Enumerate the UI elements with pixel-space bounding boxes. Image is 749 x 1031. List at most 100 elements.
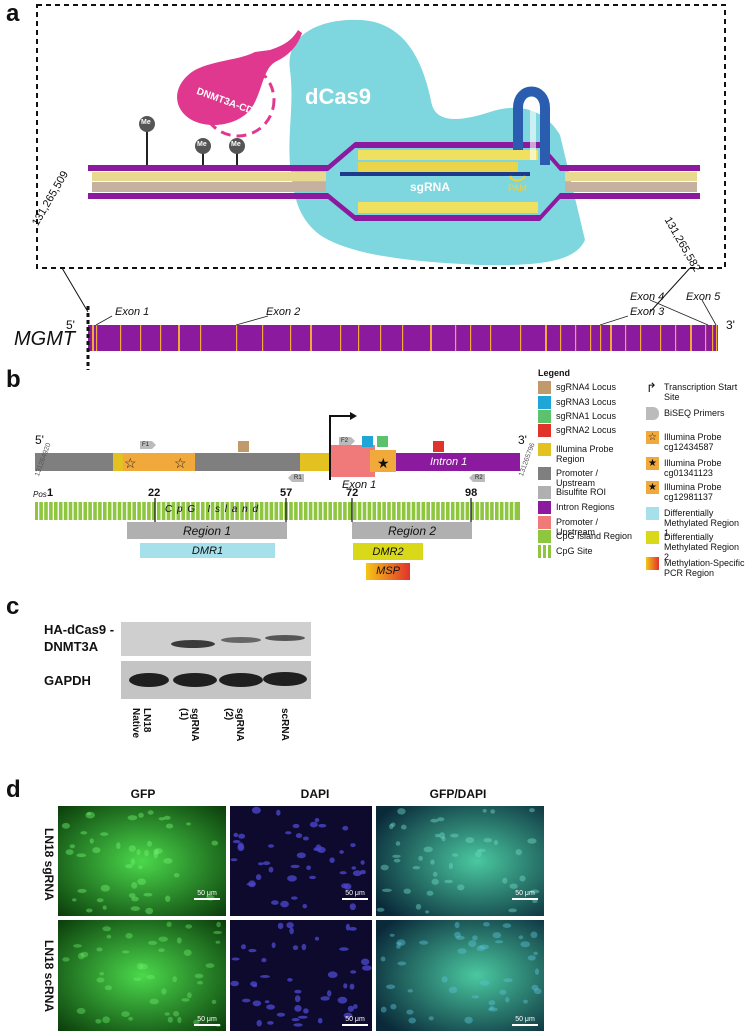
cell-nucleus xyxy=(503,978,513,983)
mgmt-mark xyxy=(140,325,142,351)
exon4-label: Exon 4 xyxy=(630,291,665,303)
cell-nucleus xyxy=(396,942,402,946)
target-strand xyxy=(358,150,538,160)
cell-nucleus xyxy=(138,865,143,870)
sgrna-label: sgRNA xyxy=(410,180,451,194)
cpg-site xyxy=(385,502,388,520)
cell-nucleus xyxy=(502,877,508,884)
cell-nucleus xyxy=(520,941,530,948)
legend-label: sgRNA4 Locus xyxy=(556,382,617,392)
cell-nucleus xyxy=(128,845,136,852)
cell-nucleus xyxy=(530,931,538,939)
mgmt-mark xyxy=(520,325,522,351)
base-pairs-right xyxy=(565,172,697,192)
cell-nucleus xyxy=(158,936,168,942)
legend-label: Illumina Probe Region xyxy=(556,444,614,464)
cell-nucleus xyxy=(158,817,165,821)
panel-a-diagram xyxy=(36,4,726,370)
zoom-line-left xyxy=(61,267,89,313)
cell-nucleus xyxy=(531,984,539,991)
cell-nucleus xyxy=(230,980,239,987)
cell-nucleus xyxy=(163,858,173,864)
sgrna-hairpin xyxy=(513,86,550,165)
cell-nucleus xyxy=(381,888,392,892)
band-gapdh-lane1 xyxy=(129,673,169,687)
scalebar-3: 50 μm xyxy=(512,890,538,900)
legend-label: Bisulfite ROI xyxy=(556,487,607,497)
cell-nucleus xyxy=(128,893,136,898)
scalebar-2: 50 μm xyxy=(342,890,368,900)
cell-nucleus xyxy=(403,888,411,894)
img-merge-sgrna xyxy=(376,806,544,916)
blot-label-ha: HA-dCas9 -DNMT3A xyxy=(44,622,115,654)
cell-nucleus xyxy=(257,862,264,866)
cell-nucleus xyxy=(187,992,192,999)
cell-nucleus xyxy=(125,864,134,869)
cell-nucleus xyxy=(362,965,372,971)
mgmt-mark xyxy=(470,325,472,351)
cell-nucleus xyxy=(271,900,279,905)
img-dapi-scrna xyxy=(230,920,372,1031)
legend-label: CpG Site xyxy=(556,546,593,556)
cell-nucleus xyxy=(72,898,77,902)
primer-f2-shape xyxy=(339,437,355,445)
cpg-site xyxy=(283,502,285,520)
scalebar-5: 50 μm xyxy=(342,1016,368,1026)
cell-nucleus xyxy=(302,904,308,909)
cell-nucleus xyxy=(457,884,465,891)
mgmt-mark xyxy=(490,325,492,351)
legend-swatch: ★ xyxy=(646,481,659,494)
legend-swatch: ☆ xyxy=(646,431,659,444)
cell-nucleus xyxy=(452,853,459,857)
cell-nucleus xyxy=(339,850,344,854)
cell-nucleus xyxy=(301,943,307,951)
cell-nucleus xyxy=(337,996,348,1004)
cell-nucleus xyxy=(146,974,155,980)
dna-bot-left xyxy=(88,193,328,199)
cell-nucleus xyxy=(479,944,489,950)
cpg-site xyxy=(356,502,358,520)
cpg-site xyxy=(302,502,304,520)
primer-r1-label: R1 xyxy=(294,475,302,481)
mgmt-mark xyxy=(200,325,202,351)
cell-nucleus xyxy=(475,850,482,858)
legend-swatch xyxy=(538,443,551,456)
cell-nucleus xyxy=(144,849,149,857)
cell-nucleus xyxy=(439,832,445,839)
dna-open-bot xyxy=(328,193,560,221)
cell-nucleus xyxy=(302,836,309,841)
cell-nucleus xyxy=(488,1000,496,1006)
panel-c-letter: c xyxy=(6,593,20,620)
region2-label: Region 2 xyxy=(387,524,437,538)
cell-nucleus xyxy=(277,922,284,930)
cell-nucleus xyxy=(349,903,356,911)
cell-nucleus xyxy=(287,875,297,882)
lane-label-2: sgRNA (1) xyxy=(178,708,200,741)
cell-nucleus xyxy=(314,818,320,823)
cell-nucleus xyxy=(62,957,70,962)
cell-nucleus xyxy=(237,842,244,850)
cell-nucleus xyxy=(131,882,138,889)
cell-nucleus xyxy=(407,989,414,993)
primer-r2-label: R2 xyxy=(475,475,483,481)
cell-nucleus xyxy=(133,977,142,981)
cell-nucleus xyxy=(515,849,522,856)
legend-label: Transcription Start Site xyxy=(664,382,738,402)
mgmt-mark xyxy=(455,325,457,351)
cell-nucleus xyxy=(136,849,141,856)
legend-label: BiSEQ Primers xyxy=(664,408,725,418)
primer-f1-label: F1 xyxy=(142,442,150,448)
cell-nucleus xyxy=(211,999,217,1004)
cell-nucleus xyxy=(476,945,486,952)
legend-swatch xyxy=(646,507,659,520)
cell-nucleus xyxy=(428,1016,434,1021)
cell-nucleus xyxy=(430,818,439,823)
scalebar-1: 50 μm xyxy=(194,890,220,900)
cell-nucleus xyxy=(389,933,395,937)
cell-nucleus xyxy=(392,854,401,858)
cell-nucleus xyxy=(128,1016,134,1021)
cell-nucleus xyxy=(261,957,267,963)
cell-nucleus xyxy=(339,947,349,951)
cell-nucleus xyxy=(248,948,257,953)
cell-nucleus xyxy=(77,952,85,960)
